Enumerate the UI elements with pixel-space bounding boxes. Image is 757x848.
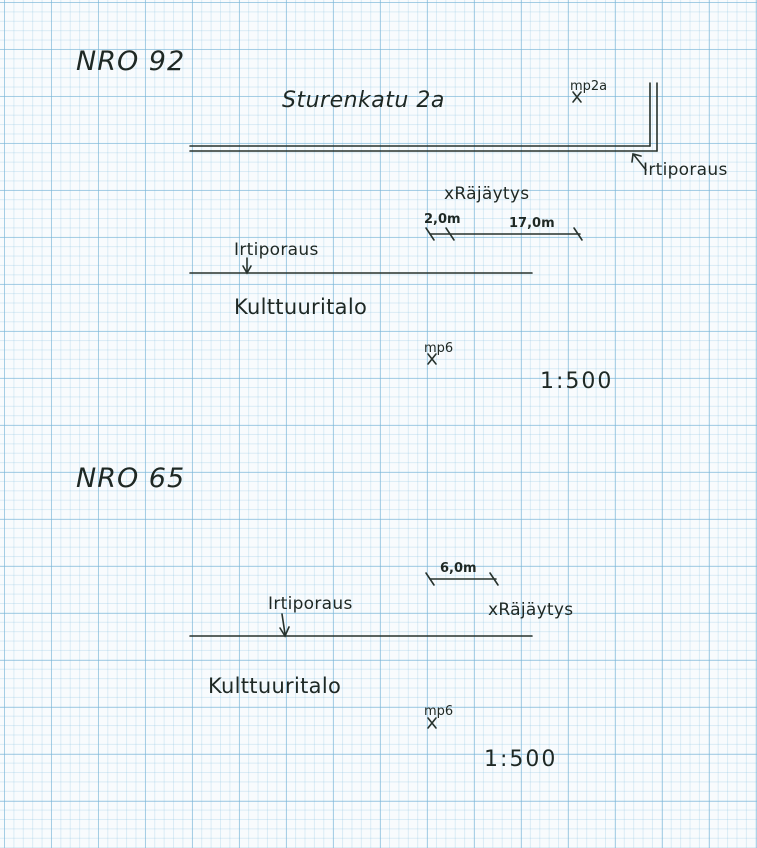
building-label-65: Kulttuuritalo (208, 674, 342, 698)
irtiporaus-label-65: Irtiporaus (268, 594, 353, 614)
dim-tick-65a (425, 572, 435, 586)
irtiporaus-arrow-head-65 (279, 626, 290, 638)
dim-tick-3 (573, 227, 583, 241)
dim-tick-2 (445, 227, 455, 241)
irtiporaus-left-label: Irtiporaus (234, 240, 319, 260)
corner-arrow-head (631, 153, 642, 163)
dim-tick-65b (489, 572, 499, 586)
rajaytys-label-65: xRäjäytys (488, 602, 573, 619)
rajaytys-text-65: Räjäytys (498, 600, 574, 620)
dim-long-label: 17,0m (509, 216, 555, 231)
rajaytys-text-92: Räjäytys (454, 184, 530, 204)
plan-92-heading: NRO 92 (76, 46, 186, 77)
street-name: Sturenkatu 2a (282, 88, 445, 113)
mp6-cross-65 (427, 717, 437, 729)
plan-65-heading: NRO 65 (76, 463, 186, 494)
mp6-label-65: mp6 (424, 704, 454, 719)
irtiporaus-arrow-65 (281, 613, 286, 635)
dim-short-label: 2,0m (424, 212, 461, 227)
scale-label-65: 1:500 (484, 747, 558, 772)
irtiporaus-corner-label: Irtiporaus (643, 160, 728, 180)
rajaytys-label-92: xRäjäytys (444, 186, 529, 203)
mp6-label-92: mp6 (424, 341, 454, 356)
irtiporaus-arrow-head-92 (242, 265, 252, 275)
dim-65-label: 6,0m (440, 561, 477, 576)
rajaytys-cross-65: x (488, 600, 499, 620)
rajaytys-cross-92: x (444, 184, 455, 204)
dim-tick-1 (425, 227, 435, 241)
building-label-92: Kulttuuritalo (234, 295, 368, 319)
scale-label-92: 1:500 (540, 369, 614, 394)
mp2a-label: mp2a (570, 79, 608, 94)
